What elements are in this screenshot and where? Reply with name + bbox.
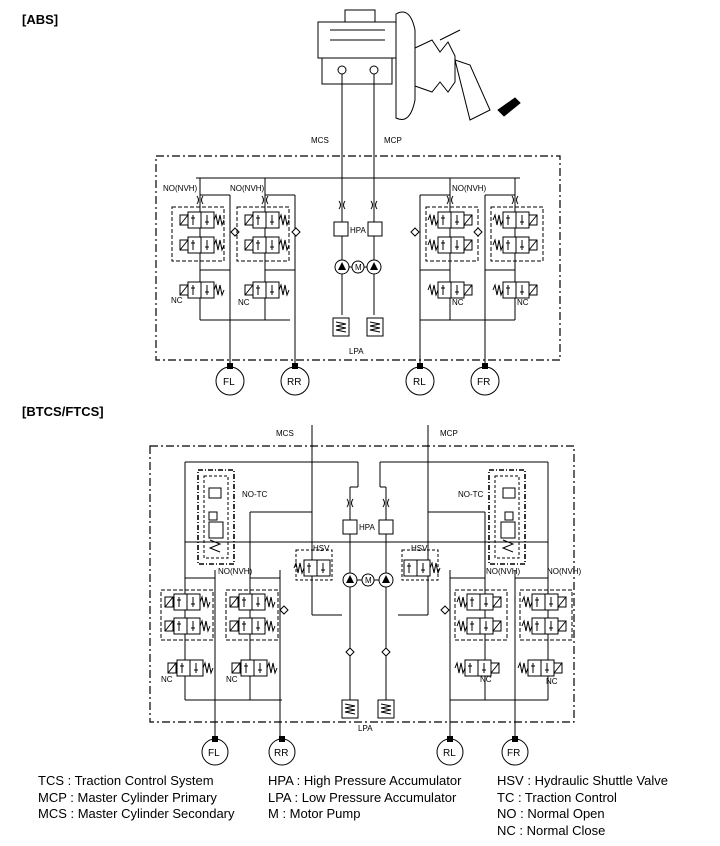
legend-column-3: HSV : Hydraulic Shuttle Valve TC : Tract…: [497, 773, 668, 839]
legend-mcs: MCS : Master Cylinder Secondary: [38, 806, 235, 821]
abs-mcp-label: MCP: [384, 136, 402, 145]
abs-hpa-label: HPA: [350, 226, 367, 235]
legend-no: NO : Normal Open: [497, 806, 605, 821]
btcs-no-tc-label-right: NO-TC: [458, 490, 484, 499]
legend-m: M : Motor Pump: [268, 806, 361, 821]
btcs-valve-group-fl: [160, 589, 214, 677]
abs-nc-label-4: NC: [517, 298, 529, 307]
btcs-wheel-fl-label: FL: [208, 748, 220, 759]
abs-no-nvh-label-2: NO(NVH): [230, 184, 265, 193]
btcs-nc-label-1: NC: [161, 675, 173, 684]
abs-valve-group-fl: [171, 195, 240, 299]
abs-nc-label-2: NC: [238, 298, 250, 307]
abs-wheel-fl: FL: [215, 363, 245, 396]
abs-mcs-label: MCS: [311, 136, 329, 145]
btcs-motor-pump-icon: [342, 572, 394, 588]
abs-wheel-rr-label: RR: [287, 377, 301, 388]
abs-no-nvh-label-1: NO(NVH): [163, 184, 198, 193]
legend-column-1: TCS : Traction Control System MCP : Mast…: [38, 773, 235, 823]
abs-motor-label: M: [355, 263, 362, 272]
btcs-module-outline: [149, 445, 575, 723]
abs-lpa-icon: [332, 317, 384, 337]
abs-wheel-rl: RL: [405, 363, 435, 396]
btcs-mcp-label: MCP: [440, 429, 458, 438]
btcs-hsv-valve-right: [401, 549, 441, 581]
btcs-wheel-rr: RR: [268, 736, 296, 766]
btcs-hpa-icon: [342, 498, 394, 535]
btcs-nc-label-2: NC: [226, 675, 238, 684]
abs-valve-group-rl: [410, 195, 479, 299]
btcs-tc-valve-left: [197, 469, 235, 565]
abs-no-nvh-label-3: NO(NVH): [452, 184, 487, 193]
abs-wheel-fr-label: FR: [477, 377, 490, 388]
btcs-nc-label-4: NC: [546, 677, 558, 686]
btcs-nc-label-3: NC: [480, 675, 492, 684]
legend-tc: TC : Traction Control: [497, 789, 617, 805]
master-cylinder-booster-icon: [317, 9, 521, 121]
btcs-motor-label: M: [365, 576, 372, 585]
btcs-wheel-fr: FR: [501, 736, 529, 766]
abs-valve-group-fr: [473, 195, 544, 299]
abs-section-title: [ABS]: [22, 12, 58, 27]
legend-nc: NC : Normal Close: [497, 822, 606, 838]
abs-hpa-icon: [333, 200, 383, 237]
btcs-wheel-fr-label: FR: [507, 748, 520, 759]
abs-wheel-fr: FR: [470, 363, 500, 396]
abs-nc-label-1: NC: [171, 296, 183, 305]
legend-tcs: TCS : Traction Control System: [38, 773, 214, 788]
btcs-wheel-rr-label: RR: [274, 748, 288, 759]
btcs-valve-group-fr: [517, 589, 573, 677]
btcs-no-tc-label-left: NO-TC: [242, 490, 268, 499]
btcs-valve-group-rr: [225, 589, 289, 677]
abs-module-outline: [155, 155, 561, 361]
legend-mcp: MCP : Master Cylinder Primary: [38, 789, 217, 805]
abs-master-lines: [341, 74, 375, 178]
abs-wheel-fl-label: FL: [223, 377, 235, 388]
legend-column-2: HPA : High Pressure Accumulator LPA : Lo…: [268, 773, 461, 823]
btcs-tc-valve-right: [488, 469, 526, 565]
btcs-lpa-label: LPA: [358, 724, 373, 733]
btcs-hpa-label: HPA: [359, 523, 376, 532]
abs-motor-pump-icon: [334, 259, 382, 275]
btcs-hsv-valve-left: [293, 549, 333, 581]
abs-lpa-label: LPA: [349, 347, 364, 356]
btcs-hsv-label-right: HSV: [411, 544, 428, 553]
abs-wheel-rl-label: RL: [413, 377, 426, 388]
btcs-wheel-rl-label: RL: [443, 748, 456, 759]
abs-nc-label-3: NC: [452, 298, 464, 307]
btcs-hsv-label-left: HSV: [313, 544, 330, 553]
abs-valve-group-rr: [236, 195, 301, 299]
btcs-no-nvh-label-1: NO(NVH): [218, 567, 253, 576]
btcs-no-nvh-label-3: NO(NVH): [547, 567, 582, 576]
btcs-section-title: [BTCS/FTCS]: [22, 404, 104, 419]
btcs-wheel-fl: FL: [201, 736, 229, 766]
btcs-mcs-label: MCS: [276, 429, 294, 438]
btcs-no-nvh-label-2: NO(NVH): [486, 567, 521, 576]
btcs-wheel-rl: RL: [436, 736, 464, 766]
legend-hpa: HPA : High Pressure Accumulator: [268, 773, 462, 788]
btcs-valve-group-rl: [440, 589, 508, 677]
btcs-master-lines: [311, 425, 429, 462]
legend-hsv: HSV : Hydraulic Shuttle Valve: [497, 773, 668, 788]
abs-wheel-rr: RR: [280, 363, 310, 396]
legend-lpa: LPA : Low Pressure Accumulator: [268, 789, 457, 805]
